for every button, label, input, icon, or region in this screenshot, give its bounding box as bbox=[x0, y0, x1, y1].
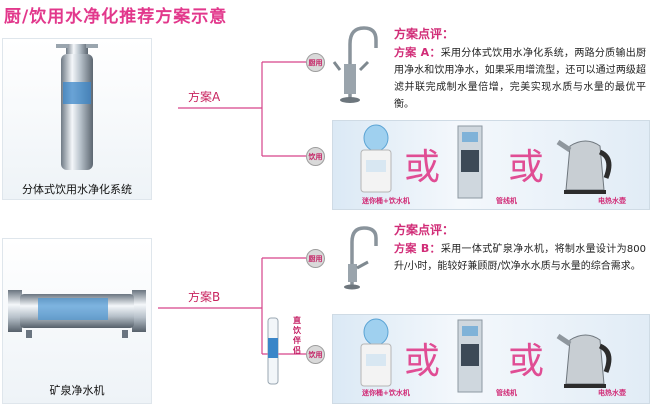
caption-a-3: 电热水壶 bbox=[598, 197, 626, 205]
review-a-text: 方案 A：采用分体式饮用水净化系统，两路分质输出厨用净水和饮用净水，如果采用增流… bbox=[394, 44, 646, 113]
mini-barrel-dispenser-a-image bbox=[360, 124, 392, 193]
badge-b-kitchen: 厨用 bbox=[306, 249, 325, 268]
electric-kettle-a-image bbox=[556, 139, 612, 194]
pipeline-machine-a-image bbox=[457, 125, 483, 199]
review-a-body: 采用分体式饮用水净化系统，两路分质输出厨用净水和饮用净水，如果采用增流型，还可以… bbox=[394, 48, 647, 110]
badge-a-drink: 饮用 bbox=[306, 147, 325, 166]
badge-a-kitchen: 厨用 bbox=[306, 53, 325, 72]
caption-b-1: 迷你桶+饮水机 bbox=[362, 389, 410, 397]
direct-drink-filter-image bbox=[267, 317, 279, 385]
pipeline-machine-b-image bbox=[457, 319, 483, 393]
or-b-1: 或 bbox=[404, 341, 441, 382]
mini-barrel-dispenser-b-image bbox=[360, 318, 392, 387]
review-a-lead: 方案 A： bbox=[394, 46, 441, 59]
or-a-2: 或 bbox=[508, 147, 545, 188]
review-b-heading: 方案点评： bbox=[394, 223, 455, 237]
filter-companion-label: 直饮伴侣 bbox=[293, 316, 301, 355]
badge-b-drink: 饮用 bbox=[306, 345, 325, 364]
plan-b-label: 方案B bbox=[188, 290, 221, 304]
mineral-purifier-image bbox=[8, 290, 146, 338]
split-filter-system-image bbox=[56, 44, 98, 170]
or-b-2: 或 bbox=[508, 341, 545, 382]
caption-b-2: 管线机 bbox=[496, 389, 517, 397]
caption-b-3: 电热水壶 bbox=[598, 389, 626, 397]
electric-kettle-b-image bbox=[556, 333, 612, 388]
page-title: 厨/饮用水净化推荐方案示意 bbox=[4, 7, 228, 27]
faucet-a-image bbox=[332, 26, 378, 103]
caption-a-2: 管线机 bbox=[496, 197, 517, 205]
review-b-text: 方案 B：采用一体式矿泉净水机，将制水量设计为800升/小时，能较好兼顾厨/饮净… bbox=[394, 240, 646, 275]
review-b-body: 采用一体式矿泉净水机，将制水量设计为800升/小时，能较好兼顾厨/饮净水水质与水… bbox=[394, 244, 646, 272]
review-b-lead: 方案 B： bbox=[394, 242, 441, 255]
or-a-1: 或 bbox=[404, 147, 441, 188]
plan-a-label: 方案A bbox=[188, 90, 221, 104]
faucet-b-image bbox=[344, 226, 378, 290]
product-b-label: 矿泉净水机 bbox=[49, 384, 105, 397]
caption-a-1: 迷你桶+饮水机 bbox=[362, 197, 410, 205]
product-a-label: 分体式饮用水净化系统 bbox=[22, 183, 132, 196]
review-a-heading: 方案点评： bbox=[394, 27, 455, 41]
